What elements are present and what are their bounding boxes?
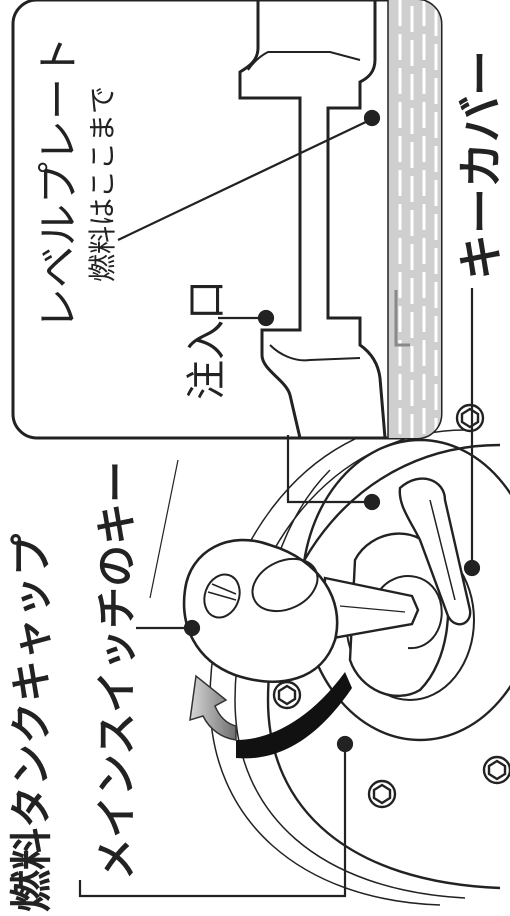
hex-bolt-icon (272, 680, 302, 710)
label-level-plate: レベルプレート (34, 36, 83, 330)
leader-tank-ring (149, 459, 179, 599)
leader-dot-key-cover (463, 559, 481, 577)
rotate-left-arrow-icon (189, 672, 352, 759)
label-key-cover: キーカバー (454, 50, 508, 280)
tank-cap-drawing (182, 403, 510, 906)
leader-dot-tank-cap (336, 735, 354, 753)
label-main-switch-key: メインスイッチのキー (92, 461, 141, 880)
label-fuel-up-to-here: 燃料はここまで (86, 86, 119, 282)
hex-bolt-icon (367, 779, 397, 809)
leader-dot-main-key (183, 619, 201, 637)
label-fuel-tank-cap: 燃料タンクキャップ (7, 534, 56, 912)
leader-dot-level-plate (363, 109, 381, 127)
leader-level-plate (117, 119, 371, 241)
leader-lines (78, 109, 481, 898)
hex-bolt-icon (482, 755, 510, 785)
label-filler-port: 注入口 (184, 280, 230, 400)
leader-inset-to-opening (286, 435, 372, 504)
leader-dot-filler-port (257, 309, 275, 327)
leader-dot-opening (363, 493, 381, 511)
labels: レベルプレート 燃料はここまで 注入口 キーカバー 燃料タンクキャップ メインス… (7, 36, 508, 912)
hex-bolt-icon (455, 403, 485, 433)
level-plate-inset (11, 0, 443, 440)
leader-tank-cap (78, 744, 347, 898)
